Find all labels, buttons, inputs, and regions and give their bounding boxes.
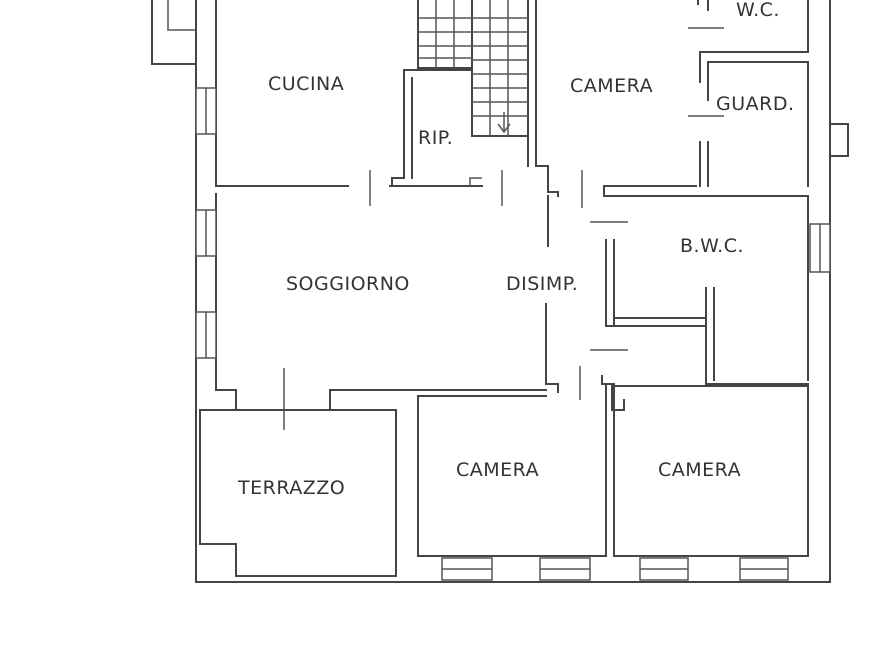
label-soggiorno: SOGGIORNO bbox=[286, 273, 410, 295]
windows-bottom bbox=[441, 557, 789, 581]
label-rip: RIP. bbox=[418, 127, 453, 149]
label-camera-right: CAMERA bbox=[658, 459, 741, 481]
label-disimp: DISIMP. bbox=[506, 273, 578, 295]
label-bwc: B.W.C. bbox=[680, 235, 744, 257]
window-right bbox=[809, 223, 831, 273]
label-camera-top: CAMERA bbox=[570, 75, 653, 97]
label-terrazzo: TERRAZZO bbox=[237, 477, 345, 499]
interior-walls bbox=[199, 0, 809, 577]
label-guard: GUARD. bbox=[716, 93, 795, 115]
label-wc: W.C. bbox=[736, 0, 780, 21]
label-camera-left: CAMERA bbox=[456, 459, 539, 481]
outer-walls bbox=[151, 0, 849, 583]
room-labels: W.C. CUCINA CAMERA GUARD. RIP. B.W.C. SO… bbox=[237, 0, 795, 499]
windows-left bbox=[195, 87, 217, 359]
staircase bbox=[417, 0, 529, 167]
label-cucina: CUCINA bbox=[268, 73, 344, 95]
